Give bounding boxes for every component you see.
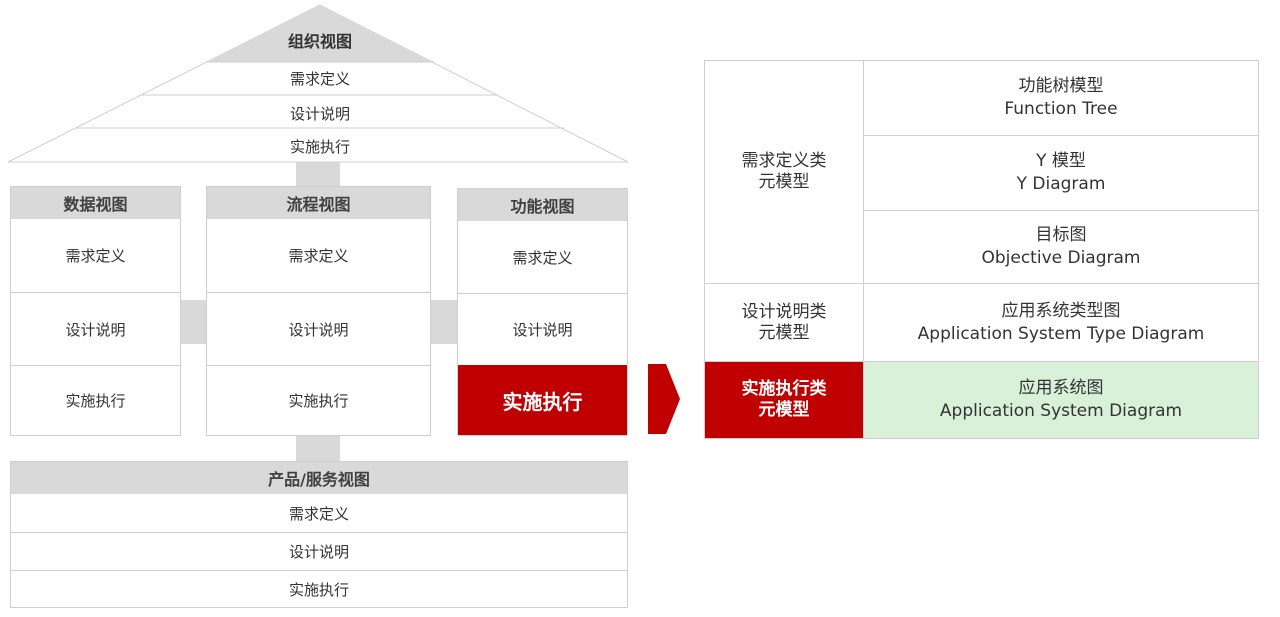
meta-model-function-tree-en: Function Tree xyxy=(1004,99,1118,119)
function-view: 功能视图 需求定义 设计说明 实施执行 xyxy=(457,188,628,436)
data-view-row-implementation: 实施执行 xyxy=(11,365,180,435)
function-view-row-implementation: 实施执行 xyxy=(458,365,627,435)
connector-data-to-process xyxy=(181,300,207,344)
meta-model-table: 需求定义类 元模型 设计说明类 元模型 实施执行类 元模型 功能树模型 Func… xyxy=(704,60,1259,439)
data-view: 数据视图 需求定义 设计说明 实施执行 xyxy=(10,186,181,436)
divider xyxy=(864,210,1258,211)
meta-model-y-diagram-en: Y Diagram xyxy=(1016,174,1106,194)
product-service-view: 产品/服务视图 需求定义 设计说明 实施执行 xyxy=(10,461,628,608)
product-view-row-design: 设计说明 xyxy=(11,532,627,570)
meta-model-objective-diagram: 目标图 Objective Diagram xyxy=(864,211,1258,283)
meta-category-design-line2: 元模型 xyxy=(758,322,810,343)
product-view-row-implementation: 实施执行 xyxy=(11,570,627,607)
connector-roof-to-process xyxy=(296,162,340,186)
data-view-title: 数据视图 xyxy=(11,187,180,219)
meta-model-application-system-type-diagram-cn: 应用系统类型图 xyxy=(1001,300,1121,321)
connector-process-to-product xyxy=(296,436,340,461)
meta-category-design-line1: 设计说明类 xyxy=(741,301,827,322)
function-view-row-requirements: 需求定义 xyxy=(512,248,573,267)
meta-category-implementation-line2: 元模型 xyxy=(758,400,810,420)
data-view-row-requirements: 需求定义 xyxy=(65,247,126,265)
meta-model-application-system-diagram: 应用系统图 Application System Diagram xyxy=(864,362,1258,438)
meta-category-requirements-line2: 元模型 xyxy=(758,172,810,192)
meta-category-implementation-line1: 实施执行类 xyxy=(741,379,827,399)
org-view-roof xyxy=(7,4,629,163)
meta-model-objective-diagram-en: Objective Diagram xyxy=(981,248,1141,268)
process-view-row-design: 设计说明 xyxy=(207,292,430,365)
meta-model-application-system-type-diagram: 应用系统类型图 Application System Type Diagram xyxy=(864,284,1258,361)
product-view-row-requirements: 需求定义 xyxy=(288,504,349,523)
meta-model-objective-diagram-cn: 目标图 xyxy=(1035,225,1087,245)
product-view-title: 产品/服务视图 xyxy=(11,462,627,494)
meta-category-requirements: 需求定义类 元模型 xyxy=(705,61,864,283)
divider xyxy=(864,135,1258,136)
process-view-title: 流程视图 xyxy=(207,187,430,219)
divider xyxy=(705,283,1258,284)
function-view-title: 功能视图 xyxy=(458,189,627,221)
meta-category-design: 设计说明类 元模型 xyxy=(705,284,864,361)
meta-model-application-system-type-diagram-en: Application System Type Diagram xyxy=(917,323,1205,344)
chevron-right-icon xyxy=(648,364,680,434)
process-view-row-requirements: 需求定义 xyxy=(288,247,349,265)
meta-model-application-system-diagram-en: Application System Diagram xyxy=(939,401,1183,421)
org-view-row-requirements: 需求定义 xyxy=(289,70,350,88)
org-view-row-design: 设计说明 xyxy=(289,105,350,123)
meta-model-function-tree-cn: 功能树模型 xyxy=(1018,76,1104,96)
org-view-row-implementation: 实施执行 xyxy=(289,138,350,156)
function-view-row-design: 设计说明 xyxy=(458,293,627,365)
meta-model-y-diagram: Y 模型 Y Diagram xyxy=(864,136,1258,210)
connector-process-to-function xyxy=(430,300,457,344)
divider xyxy=(705,361,1258,362)
process-view-row-implementation: 实施执行 xyxy=(207,365,430,435)
meta-category-requirements-line1: 需求定义类 xyxy=(741,151,827,171)
meta-model-function-tree: 功能树模型 Function Tree xyxy=(864,61,1258,135)
data-view-row-design: 设计说明 xyxy=(11,292,180,365)
org-view-title: 组织视图 xyxy=(287,32,352,51)
meta-category-implementation: 实施执行类 元模型 xyxy=(705,362,864,438)
meta-model-y-diagram-cn: Y 模型 xyxy=(1036,151,1086,171)
meta-model-application-system-diagram-cn: 应用系统图 xyxy=(1018,378,1104,398)
process-view: 流程视图 需求定义 设计说明 实施执行 xyxy=(206,186,431,436)
